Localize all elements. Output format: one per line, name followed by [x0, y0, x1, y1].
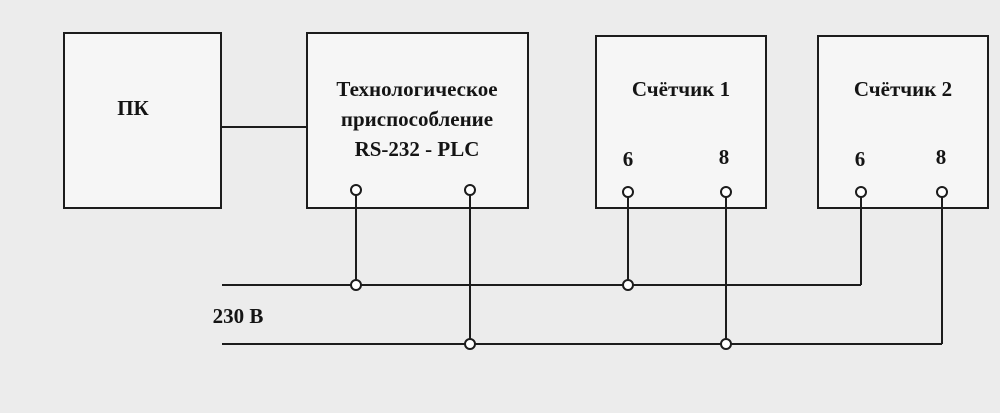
- adapter-block: [306, 32, 529, 209]
- meter-1-terminal-6: [622, 186, 634, 198]
- pc-block: [63, 32, 222, 209]
- adapter-label-line-1: Технологическое: [336, 77, 497, 101]
- meter-2-pin-6-label: 6: [855, 147, 866, 171]
- pc-label: ПК: [117, 96, 149, 120]
- meter-2-pin-8-label: 8: [936, 145, 947, 169]
- junction-top-adapter: [350, 279, 362, 291]
- junction-bottom-adapter: [464, 338, 476, 350]
- meter-1-pin-6-label: 6: [623, 147, 634, 171]
- junction-top-meter-1: [622, 279, 634, 291]
- meter-1-terminal-8: [720, 186, 732, 198]
- adapter-label-line-2: приспособление: [341, 107, 493, 131]
- adapter-terminal-left: [350, 184, 362, 196]
- meter-1-pin-8-label: 8: [719, 145, 730, 169]
- meter-1-label: Счётчик 1: [632, 77, 730, 101]
- meter-2-terminal-6: [855, 186, 867, 198]
- adapter-terminal-right: [464, 184, 476, 196]
- meter-1-block: [595, 35, 767, 209]
- junction-bottom-meter-1: [720, 338, 732, 350]
- adapter-label-line-3: RS-232 - PLC: [355, 137, 480, 161]
- meter-2-terminal-8: [936, 186, 948, 198]
- meter-2-label: Счётчик 2: [854, 77, 952, 101]
- meter-2-block: [817, 35, 989, 209]
- power-voltage-label: 230 В: [213, 304, 264, 328]
